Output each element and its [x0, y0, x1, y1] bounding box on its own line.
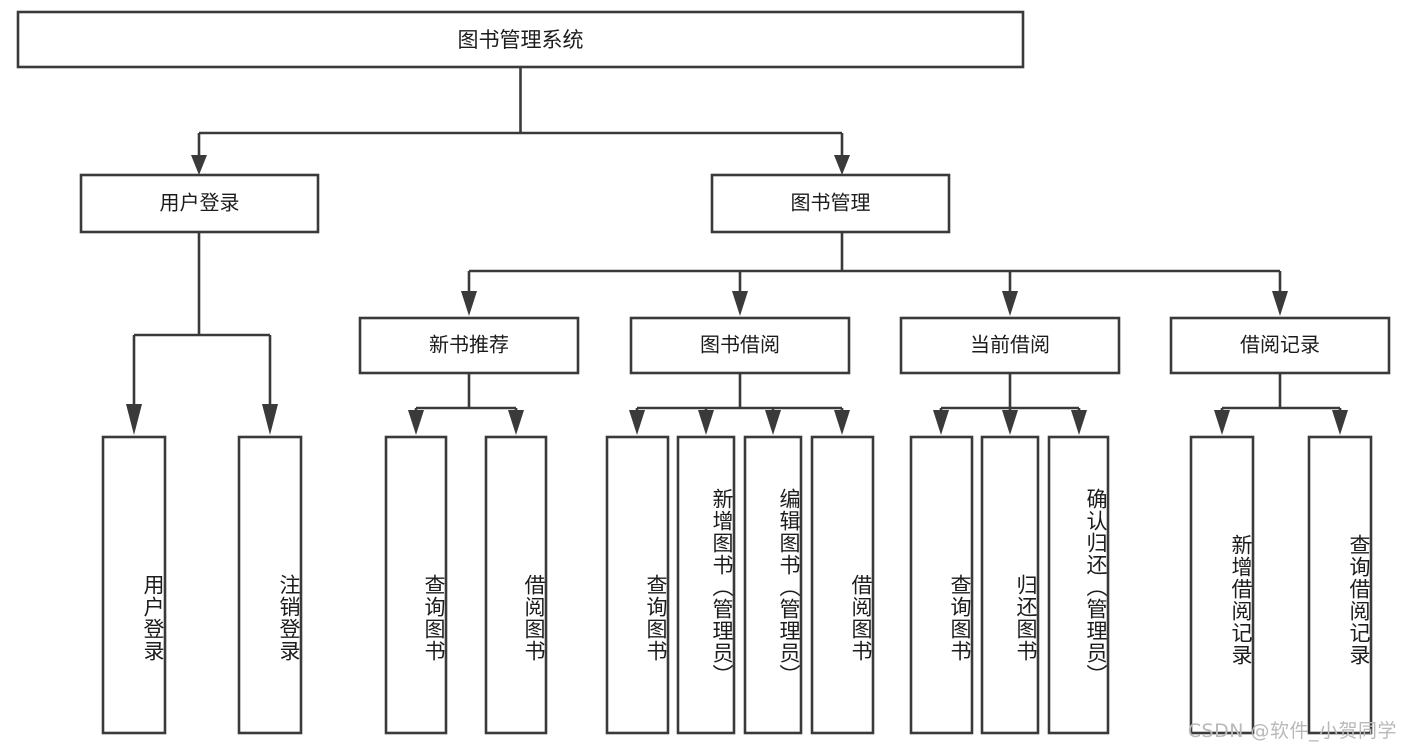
- node-new-book-recommend-label: 新书推荐: [429, 333, 509, 357]
- node-book-management[interactable]: 图书管理: [710, 173, 951, 234]
- node-book-borrow-label: 图书借阅: [700, 333, 780, 357]
- arrow-head-current-borrow: [1002, 291, 1018, 316]
- connector-group-book-mgmt: [461, 232, 1288, 316]
- node-new-book-recommend-box[interactable]: [358, 316, 580, 375]
- arrow-head-user-login: [191, 155, 207, 175]
- node-book-management-box[interactable]: [710, 173, 951, 234]
- arrow-head-leaf-11: [1071, 410, 1087, 435]
- node-borrow-record-label: 借阅记录: [1240, 333, 1320, 357]
- arrow-head-leaf-10: [1002, 410, 1018, 435]
- node-current-borrow-label: 当前借阅: [970, 333, 1050, 357]
- node-borrow-record[interactable]: 借阅记录: [1169, 316, 1391, 375]
- node-book-borrow[interactable]: 图书借阅: [629, 316, 851, 375]
- connector-group-current-borrow: [933, 373, 1087, 435]
- arrow-head-borrow-record: [1272, 291, 1288, 316]
- arrow-head-leaf-3: [408, 410, 424, 435]
- node-root-label: 图书管理系统: [458, 28, 584, 52]
- watermark-text: CSDN @软件_小贺同学: [1187, 720, 1397, 742]
- arrow-head-book-borrow: [732, 291, 748, 316]
- node-root-box[interactable]: [16, 10, 1025, 69]
- leaf-box-query-book-a[interactable]: [384, 435, 448, 735]
- connector-group-user-login: [126, 232, 278, 435]
- node-current-borrow[interactable]: 当前借阅: [899, 316, 1121, 375]
- arrow-head-leaf-9: [933, 410, 949, 435]
- leaf-box-query-book-b[interactable]: [605, 435, 670, 735]
- connector-group-new-book-rec: [408, 373, 524, 435]
- leaf-box-borrow-book-a[interactable]: [484, 435, 548, 735]
- arrow-head-leaf-5: [629, 410, 645, 435]
- leaf-box-confirm-return[interactable]: [1047, 435, 1110, 735]
- node-root[interactable]: 图书管理系统: [16, 10, 1025, 69]
- node-current-borrow-box[interactable]: [899, 316, 1121, 375]
- leaf-box-query-book-c[interactable]: [909, 435, 974, 735]
- arrow-head-leaf-4: [508, 410, 524, 435]
- leaf-box-logout[interactable]: [237, 435, 303, 735]
- node-borrow-record-box[interactable]: [1169, 316, 1391, 375]
- arrow-head-leaf-2: [262, 404, 278, 435]
- arrow-head-leaf-1: [126, 404, 142, 435]
- arrow-head-new-book-rec: [461, 291, 477, 316]
- node-user-login-box[interactable]: [79, 173, 320, 234]
- node-book-management-label: 图书管理: [791, 191, 871, 215]
- node-new-book-recommend[interactable]: 新书推荐: [358, 316, 580, 375]
- leaf-box-user-login[interactable]: [101, 435, 167, 735]
- arrow-head-leaf-7: [765, 410, 781, 435]
- leaf-box-add-record[interactable]: [1189, 435, 1255, 735]
- arrow-head-leaf-8: [834, 410, 850, 435]
- arrow-head-leaf-12: [1214, 410, 1230, 435]
- node-user-login-label: 用户登录: [160, 191, 240, 215]
- leaf-box-return-book[interactable]: [980, 435, 1040, 735]
- arrow-head-leaf-6: [698, 410, 714, 435]
- arrow-head-leaf-13: [1332, 410, 1348, 435]
- connector-group-borrow-record: [1214, 373, 1348, 435]
- node-book-borrow-box[interactable]: [629, 316, 851, 375]
- connector-group-book-borrow: [629, 373, 850, 435]
- leaf-box-borrow-book-b[interactable]: [810, 435, 875, 735]
- arrow-head-book-mgmt: [834, 155, 850, 175]
- leaf-box-edit-book[interactable]: [743, 435, 803, 735]
- leaf-box-add-book[interactable]: [676, 435, 736, 735]
- connector-group-root: [191, 67, 850, 175]
- node-user-login[interactable]: 用户登录: [79, 173, 320, 234]
- leaf-box-query-record[interactable]: [1307, 435, 1373, 735]
